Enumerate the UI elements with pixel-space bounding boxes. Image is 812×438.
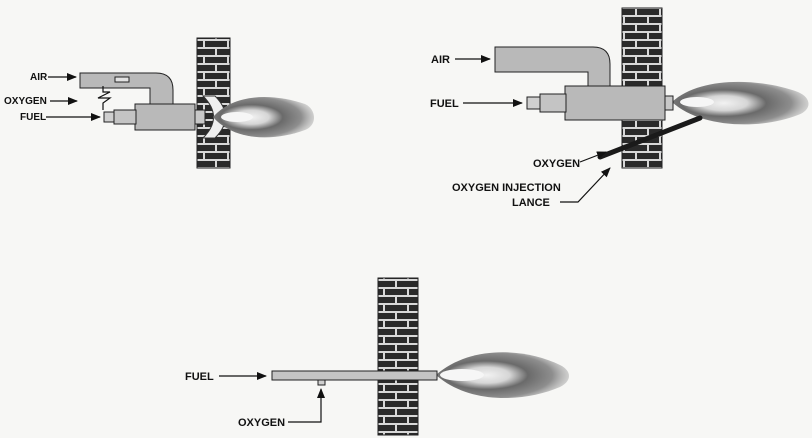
fuel-pipe (539, 93, 567, 113)
fuel-pipe (271, 370, 438, 381)
fuel-inlet-cap (103, 111, 115, 123)
diagram-c: FUEL OXYGEN (185, 277, 569, 436)
flame-core (440, 369, 484, 381)
label-fuel: FUEL (20, 112, 46, 123)
fuel-pipe (113, 109, 137, 125)
burner-nozzle (194, 109, 206, 125)
flame (672, 81, 809, 125)
flame-core (680, 97, 714, 107)
diagram-a: AIR OXYGEN FUEL (4, 37, 315, 169)
label-lance-line1: OXYGEN INJECTION (452, 182, 561, 194)
air-duct (79, 72, 174, 107)
flame (213, 97, 315, 138)
label-oxygen: OXYGEN (4, 96, 47, 107)
burner-body (564, 85, 666, 121)
oxygen-injection-lance (597, 115, 703, 160)
label-lance-line2: LANCE (512, 197, 550, 209)
arrow-oxygen (579, 151, 607, 163)
oxygen-feed-line (97, 86, 112, 110)
oxygen-port (317, 379, 326, 386)
label-fuel: FUEL (430, 98, 459, 110)
label-air: AIR (30, 72, 48, 83)
diagram-b: AIR FUEL OXYGEN OXYGEN INJECTION LANCE (430, 7, 809, 209)
burner-body (134, 103, 196, 131)
fuel-inlet-cap (526, 96, 541, 110)
burner-nozzle (664, 95, 674, 111)
label-oxygen: OXYGEN (238, 417, 285, 429)
air-duct (494, 46, 611, 89)
label-air: AIR (431, 54, 450, 66)
arrow-oxygen (288, 388, 325, 423)
label-oxygen: OXYGEN (533, 158, 580, 170)
label-fuel: FUEL (185, 371, 214, 383)
furnace-wall (377, 277, 419, 436)
flame (436, 352, 569, 399)
air-duct-slot (114, 76, 130, 83)
flame-core (221, 112, 253, 122)
arrow-lance (560, 167, 611, 203)
